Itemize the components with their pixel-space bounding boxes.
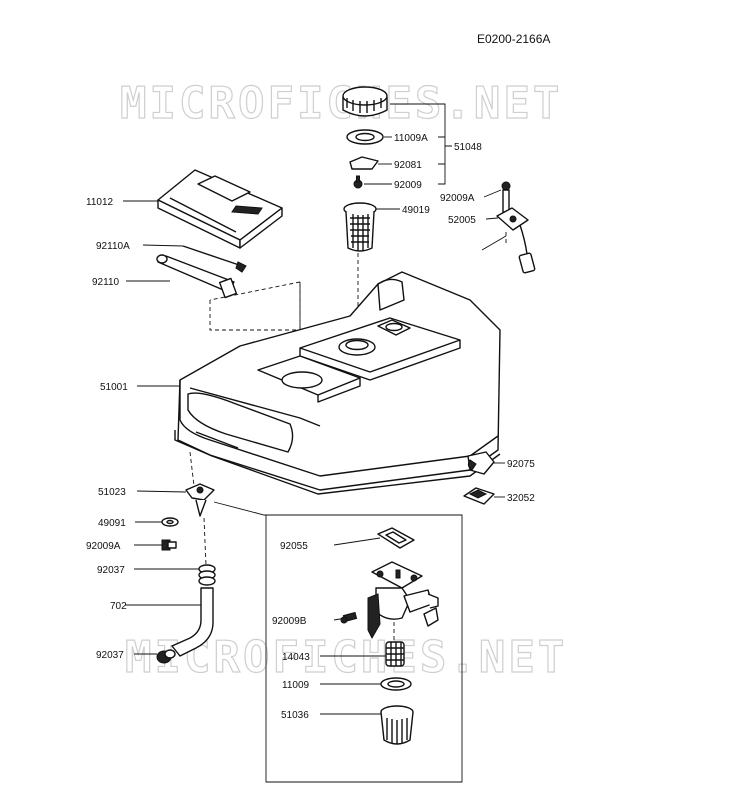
tank-fitting xyxy=(185,483,215,517)
cap-gasket xyxy=(346,129,384,145)
label-11009: 11009 xyxy=(282,680,310,691)
fuel-cock-inset-frame xyxy=(213,501,463,783)
line-holder xyxy=(463,487,495,505)
label-49019: 49019 xyxy=(402,205,430,216)
label-14043: 14043 xyxy=(282,652,310,663)
label-92110: 92110 xyxy=(92,277,120,288)
label-51023: 51023 xyxy=(98,487,126,498)
label-52005: 52005 xyxy=(448,215,476,226)
fuel-gauge xyxy=(496,181,536,274)
label-51001: 51001 xyxy=(100,382,128,393)
fuel-cap xyxy=(342,86,388,117)
label-92110A: 92110A xyxy=(96,241,130,252)
label-92009: 92009 xyxy=(394,180,422,191)
sediment-screen xyxy=(385,641,405,667)
spark-plug-wrench xyxy=(156,254,238,299)
fuel-line-clamp xyxy=(467,451,495,475)
tool-tray-cover xyxy=(157,169,283,249)
fitting-gasket xyxy=(161,517,179,527)
label-92009A-top: 92009A xyxy=(440,193,475,204)
hose-clamp-upper xyxy=(198,564,216,586)
label-92075: 92075 xyxy=(507,459,535,470)
cap-screw xyxy=(353,175,363,189)
label-92081: 92081 xyxy=(394,160,422,171)
label-51036: 51036 xyxy=(281,710,309,721)
fuel-strainer xyxy=(343,202,377,252)
fuel-hose xyxy=(171,587,214,657)
label-92037-lower: 92037 xyxy=(96,650,124,661)
fuel-cock-body xyxy=(367,561,439,640)
bowl-oring xyxy=(380,677,412,691)
diagram-code: E0200-2166A xyxy=(477,32,550,46)
label-92009A-low: 92009A xyxy=(86,541,121,552)
sediment-bowl xyxy=(380,705,414,745)
fuel-cock-screw xyxy=(340,611,358,624)
fuel-tank xyxy=(174,271,501,495)
label-49091: 49091 xyxy=(98,518,126,529)
label-92009B: 92009B xyxy=(272,616,307,627)
tool-rod xyxy=(182,245,247,273)
fuel-cock-gasket xyxy=(377,527,415,549)
label-51048: 51048 xyxy=(454,142,482,153)
label-702: 702 xyxy=(110,601,127,612)
cap-plate xyxy=(349,156,379,170)
label-92055: 92055 xyxy=(280,541,308,552)
label-11009A: 11009A xyxy=(394,133,428,144)
label-11012: 11012 xyxy=(86,197,114,208)
label-92037-upper: 92037 xyxy=(97,565,125,576)
fitting-screw xyxy=(161,539,177,551)
watermark-top: MICROFICHES.NET xyxy=(120,78,562,129)
hose-clamp-lower xyxy=(156,649,176,664)
label-32052: 32052 xyxy=(507,493,535,504)
